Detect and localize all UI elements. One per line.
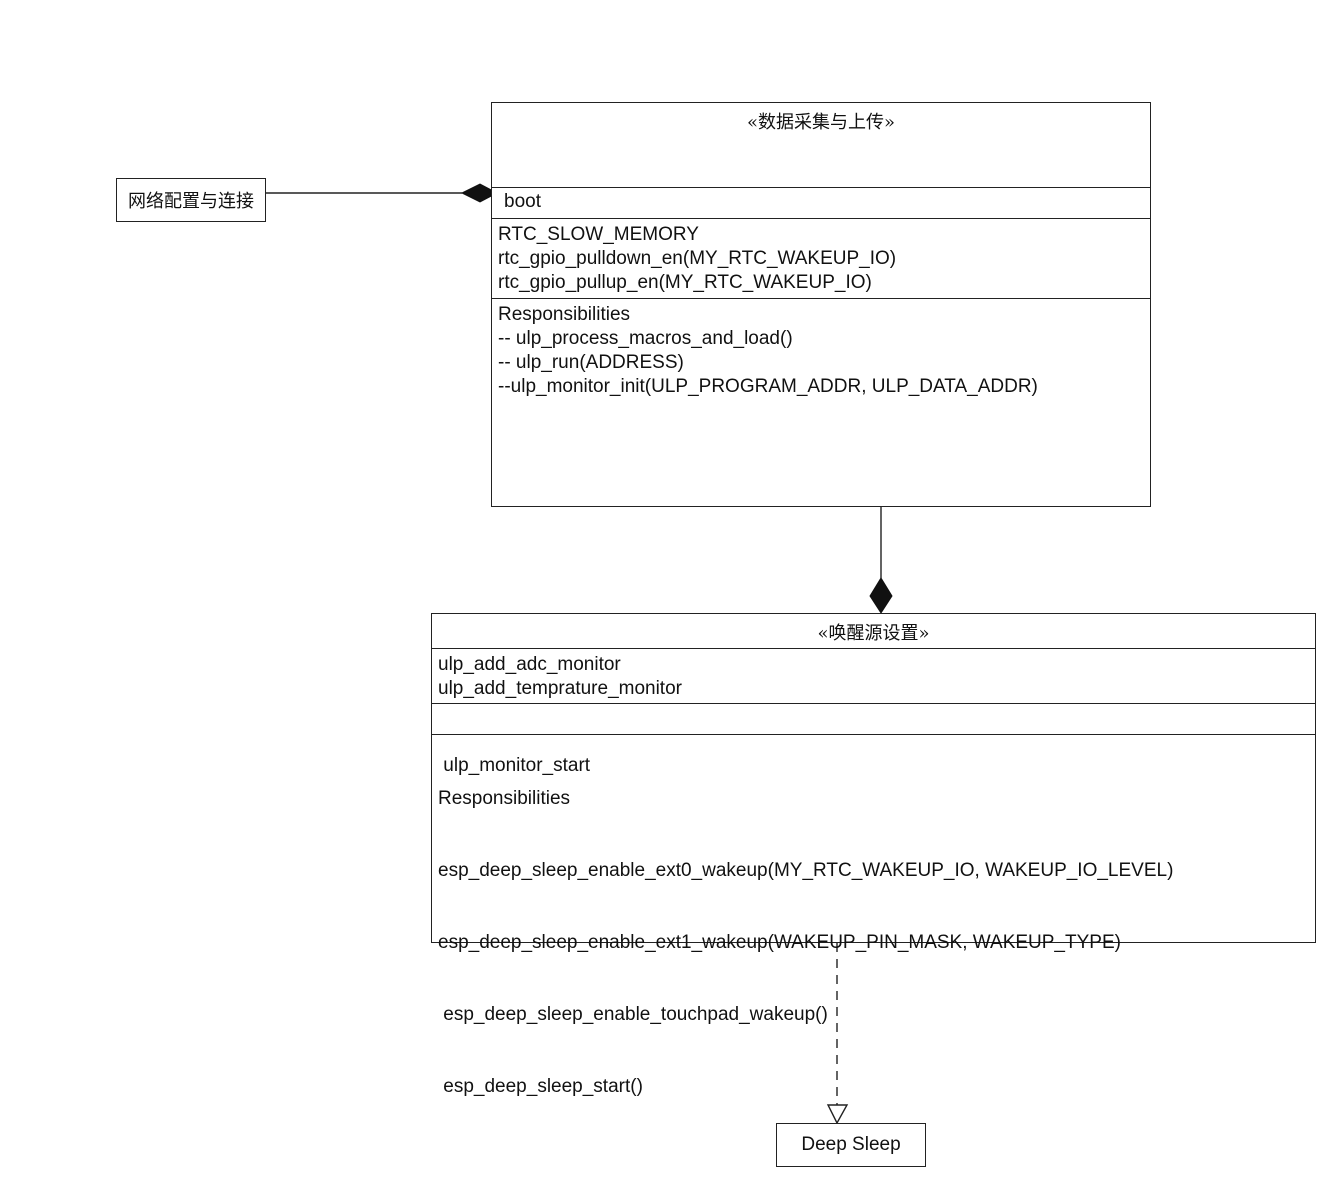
network-config-label: 网络配置与连接 bbox=[128, 191, 254, 212]
deep-sleep-label: Deep Sleep bbox=[801, 1134, 901, 1155]
attribute-line: ulp_add_temprature_monitor bbox=[438, 678, 682, 699]
data-collection-attributes: boot bbox=[492, 187, 1150, 218]
responsibility-line: esp_deep_sleep_start() bbox=[438, 1076, 643, 1097]
responsibility-line: esp_deep_sleep_enable_ext0_wakeup(MY_RTC… bbox=[438, 860, 1174, 881]
attribute-line: ulp_add_adc_monitor bbox=[438, 654, 621, 675]
wakeup-source-attributes: ulp_add_adc_monitor ulp_add_temprature_m… bbox=[432, 648, 1315, 703]
responsibility-line: esp_deep_sleep_enable_ext1_wakeup(WAKEUP… bbox=[438, 932, 1121, 953]
composition-diamond-wakeup bbox=[869, 577, 893, 614]
responsibility-line: -- ulp_process_macros_and_load() bbox=[498, 328, 793, 349]
data-collection-class[interactable]: «数据采集与上传» boot RTC_SLOW_MEMORY rtc_gpio_… bbox=[491, 102, 1151, 507]
wakeup-source-stereotype: «唤醒源设置» bbox=[432, 614, 1315, 648]
data-collection-responsibilities: Responsibilities -- ulp_process_macros_a… bbox=[492, 298, 1150, 506]
responsibility-line: -- ulp_run(ADDRESS) bbox=[498, 352, 684, 373]
responsibility-line: Responsibilities bbox=[438, 788, 571, 809]
operation-line: rtc_gpio_pulldown_en(MY_RTC_WAKEUP_IO) bbox=[498, 248, 897, 269]
responsibility-line: --ulp_monitor_init(ULP_PROGRAM_ADDR, ULP… bbox=[498, 376, 1038, 397]
wakeup-source-responsibilities: Responsibilities esp_deep_sleep_enable_e… bbox=[432, 734, 1315, 1149]
attribute-line: boot bbox=[504, 191, 541, 212]
responsibility-line: esp_deep_sleep_enable_touchpad_wakeup() bbox=[438, 1004, 828, 1025]
responsibility-line: Responsibilities bbox=[498, 304, 631, 325]
operation-line: RTC_SLOW_MEMORY bbox=[498, 224, 699, 245]
wakeup-source-title: «唤醒源设置» bbox=[817, 623, 930, 644]
realization-arrowhead bbox=[826, 1104, 849, 1125]
operation-line: ulp_monitor_start bbox=[438, 755, 591, 776]
data-collection-title: «数据采集与上传» bbox=[746, 112, 896, 133]
data-collection-operations: RTC_SLOW_MEMORY rtc_gpio_pulldown_en(MY_… bbox=[492, 218, 1150, 298]
wakeup-source-class[interactable]: «唤醒源设置» ulp_add_adc_monitor ulp_add_temp… bbox=[431, 613, 1316, 1097]
wakeup-source-operations: ulp_monitor_start bbox=[432, 703, 1315, 776]
operation-line: rtc_gpio_pullup_en(MY_RTC_WAKEUP_IO) bbox=[498, 272, 872, 293]
network-config-box[interactable]: 网络配置与连接 bbox=[116, 178, 266, 222]
deep-sleep-box[interactable]: Deep Sleep bbox=[776, 1123, 926, 1167]
data-collection-stereotype: «数据采集与上传» bbox=[492, 103, 1150, 187]
